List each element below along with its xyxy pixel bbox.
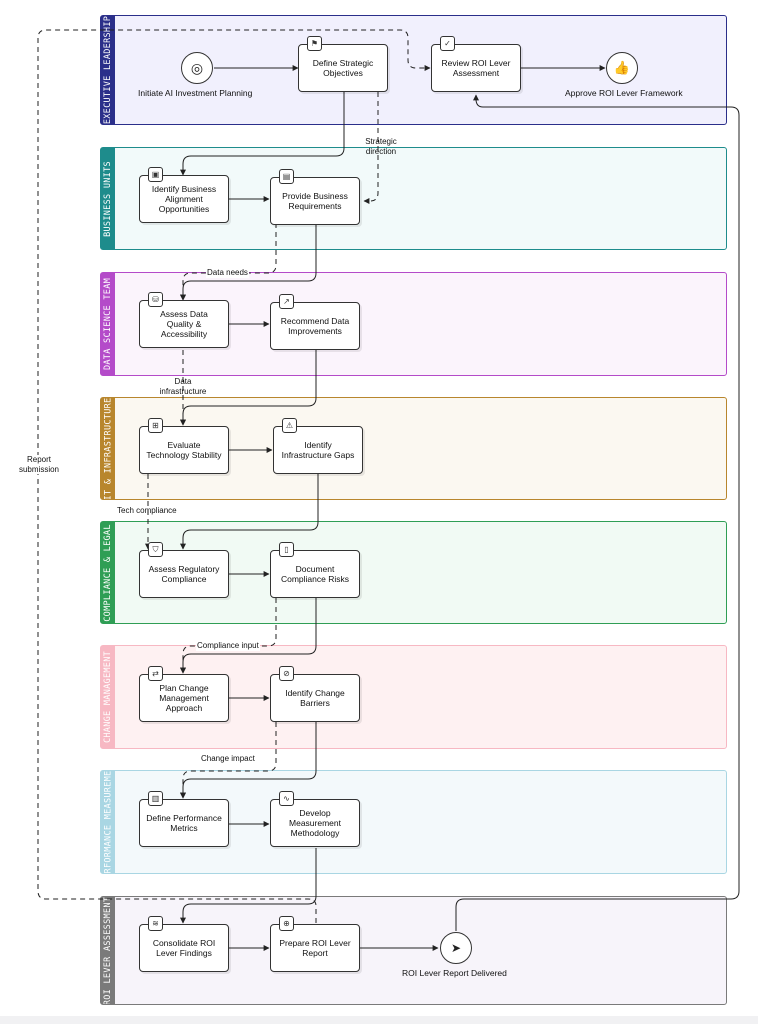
task-label: Provide Business Requirements bbox=[282, 191, 348, 211]
edge-report-submission bbox=[37, 29, 431, 923]
task-consolidate-roi-findings[interactable]: ≋ Consolidate ROI Lever Findings bbox=[139, 916, 229, 972]
task-prepare-roi-report[interactable]: ⊕ Prepare ROI Lever Report bbox=[270, 916, 360, 972]
file-plus-icon: ⊕ bbox=[279, 916, 294, 931]
task-label: Plan Change Management Approach bbox=[159, 683, 209, 713]
task-label: Consolidate ROI Lever Findings bbox=[152, 938, 216, 958]
task-label: Develop Measurement Methodology bbox=[289, 808, 341, 838]
task-define-strategic-objectives[interactable]: ⚑ Define Strategic Objectives bbox=[298, 36, 388, 92]
task-identify-change-barriers[interactable]: ⊘ Identify Change Barriers bbox=[270, 666, 360, 722]
start-event[interactable]: ◎ bbox=[181, 52, 213, 84]
edge-label-data-infrastructure: Data infrastructure bbox=[159, 377, 207, 396]
task-label: Evaluate Technology Stability bbox=[146, 440, 222, 460]
thumbs-up-icon: 👍 bbox=[613, 60, 631, 75]
flag-icon: ⚑ bbox=[307, 36, 322, 51]
trend-up-icon: ↗ bbox=[279, 294, 294, 309]
task-label: Assess Data Quality & Accessibility bbox=[160, 309, 208, 339]
file-icon: ▯ bbox=[279, 542, 294, 557]
send-icon: ➤ bbox=[450, 941, 462, 955]
edge-label-strategic-direction: Strategic direction bbox=[365, 137, 397, 156]
task-assess-regulatory-compliance[interactable]: ⛉ Assess Regulatory Compliance bbox=[139, 542, 229, 598]
end-event-report-delivered[interactable]: ➤ bbox=[440, 932, 472, 964]
cpu-icon: ⊞ bbox=[148, 418, 163, 433]
task-develop-measurement-methodology[interactable]: ∿ Develop Measurement Methodology bbox=[270, 791, 360, 847]
edge-data-needs bbox=[180, 223, 277, 301]
lane-header: EXECUTIVE LEADERSHIP bbox=[101, 16, 115, 124]
edge-label-data-needs: Data needs bbox=[206, 268, 249, 278]
lane-header: COMPLIANCE & LEGAL bbox=[101, 522, 115, 623]
task-define-performance-metrics[interactable]: ▥ Define Performance Metrics bbox=[139, 791, 229, 847]
edge-label-report-submission: Report submission bbox=[14, 455, 64, 474]
task-provide-business-requirements[interactable]: ▤ Provide Business Requirements bbox=[270, 169, 360, 225]
task-label: Recommend Data Improvements bbox=[280, 316, 350, 336]
edge-risks-to-plan-change bbox=[180, 598, 317, 674]
start-event-label: Initiate AI Investment Planning bbox=[138, 88, 253, 98]
edge-methodology-to-consolidate bbox=[180, 848, 317, 924]
end-event-label: Approve ROI Lever Framework bbox=[565, 88, 683, 98]
task-label: Assess Regulatory Compliance bbox=[148, 564, 220, 584]
pulse-icon: ∿ bbox=[279, 791, 294, 806]
lane-header: ROI LEVER ASSESSMENT bbox=[101, 897, 115, 1004]
edge-delivered-to-review bbox=[455, 94, 740, 931]
task-label: Identify Business Alignment Opportunitie… bbox=[151, 184, 217, 214]
lane-it-infrastructure: IT & INFRASTRUCTURE bbox=[100, 397, 727, 500]
database-icon: ⛁ bbox=[148, 292, 163, 307]
task-identify-business-alignment[interactable]: ▣ Identify Business Alignment Opportunit… bbox=[139, 167, 229, 223]
edge-requirements-to-assess-data bbox=[180, 223, 317, 301]
lane-header: PERFORMANCE MEASUREMENT bbox=[101, 771, 115, 873]
lane-header: CHANGE MANAGEMENT bbox=[101, 646, 115, 748]
edge-gaps-to-regulatory bbox=[180, 474, 319, 550]
task-review-roi-lever-assessment[interactable]: ✓ Review ROI Lever Assessment bbox=[431, 36, 521, 92]
warning-icon: ⚠ bbox=[282, 418, 297, 433]
task-label: Document Compliance Risks bbox=[280, 564, 350, 584]
task-label: Define Strategic Objectives bbox=[312, 58, 374, 78]
target-icon: ◎ bbox=[190, 59, 204, 76]
task-label: Identify Change Barriers bbox=[285, 688, 345, 708]
task-label: Review ROI Lever Assessment bbox=[441, 58, 511, 78]
edge-recommend-to-evaluate bbox=[180, 348, 317, 426]
task-label: Define Performance Metrics bbox=[146, 813, 222, 833]
lane-header: IT & INFRASTRUCTURE bbox=[101, 398, 115, 499]
task-evaluate-technology-stability[interactable]: ⊞ Evaluate Technology Stability bbox=[139, 418, 229, 474]
edge-label-tech-compliance: Tech compliance bbox=[117, 506, 177, 515]
edge-label-change-impact: Change impact bbox=[200, 754, 256, 764]
end-event-approve[interactable]: 👍 bbox=[606, 52, 638, 84]
lane-header: DATA SCIENCE TEAM bbox=[101, 273, 115, 375]
task-identify-infrastructure-gaps[interactable]: ⚠ Identify Infrastructure Gaps bbox=[273, 418, 363, 474]
task-label: Identify Infrastructure Gaps bbox=[281, 440, 355, 460]
lane-roi-lever-assessment: ROI LEVER ASSESSMENT bbox=[100, 896, 727, 1005]
edge-change-impact bbox=[180, 722, 277, 799]
task-document-compliance-risks[interactable]: ▯ Document Compliance Risks bbox=[270, 542, 360, 598]
edge-compliance-input bbox=[180, 598, 277, 674]
edge-strategic-direction bbox=[363, 92, 379, 204]
exchange-icon: ⇄ bbox=[148, 666, 163, 681]
check-circle-icon: ✓ bbox=[440, 36, 455, 51]
shield-icon: ⛉ bbox=[148, 542, 163, 557]
document-icon: ▤ bbox=[279, 169, 294, 184]
ban-icon: ⊘ bbox=[279, 666, 294, 681]
edge-label-compliance-input: Compliance input bbox=[196, 641, 260, 651]
bottom-strip bbox=[0, 1016, 758, 1024]
task-assess-data-quality[interactable]: ⛁ Assess Data Quality & Accessibility bbox=[139, 292, 229, 348]
task-recommend-data-improvements[interactable]: ↗ Recommend Data Improvements bbox=[270, 294, 360, 350]
task-plan-change-management[interactable]: ⇄ Plan Change Management Approach bbox=[139, 666, 229, 722]
briefcase-icon: ▣ bbox=[148, 167, 163, 182]
end-event-label: ROI Lever Report Delivered bbox=[402, 968, 507, 978]
task-label: Prepare ROI Lever Report bbox=[279, 938, 351, 958]
bar-chart-icon: ▥ bbox=[148, 791, 163, 806]
layers-icon: ≋ bbox=[148, 916, 163, 931]
edge-objectives-to-alignment bbox=[180, 92, 345, 176]
lane-header: BUSINESS UNITS bbox=[101, 148, 115, 249]
